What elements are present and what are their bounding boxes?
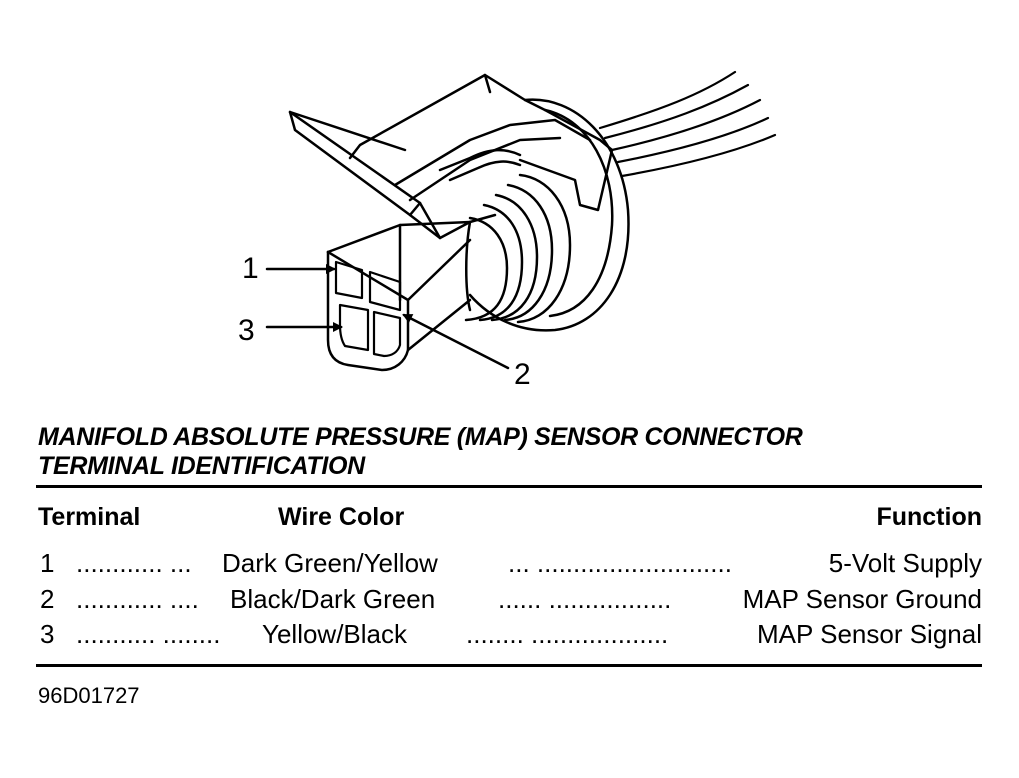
function-text: MAP Sensor Signal	[757, 619, 982, 649]
header-function: Function	[876, 503, 982, 531]
header-terminal: Terminal	[38, 503, 141, 531]
wire-color: Dark Green/Yellow	[222, 548, 438, 578]
function-text: 5-Volt Supply	[828, 548, 982, 578]
table-row: 3 ........... ........ Yellow/Black ....…	[38, 619, 982, 653]
terminal-number: 1	[40, 548, 55, 578]
table-bottom-rule	[36, 664, 982, 667]
diagram-title: MANIFOLD ABSOLUTE PRESSURE (MAP) SENSOR …	[38, 423, 803, 451]
callout-terminal-3: 3	[238, 314, 255, 347]
wire-bundle	[598, 70, 777, 178]
leader-dots: ........... ........	[76, 619, 221, 649]
leader-dots: ........ ...................	[466, 619, 669, 649]
leader-dots: ............ ....	[76, 584, 199, 614]
wire-color: Yellow/Black	[262, 619, 408, 649]
leader-terminal-2	[402, 313, 510, 370]
connector-illustration	[265, 70, 777, 372]
figure-id: 96D01727	[38, 683, 140, 708]
leader-dots: ...... .................	[498, 584, 672, 614]
table-row: 2 ............ .... Black/Dark Green ...…	[38, 584, 982, 618]
locking-tab	[288, 73, 614, 240]
function-text: MAP Sensor Ground	[742, 584, 982, 614]
callout-leaders	[265, 264, 510, 370]
table-top-rule	[36, 485, 982, 488]
wire-color: Black/Dark Green	[230, 584, 436, 614]
leader-dots: ... ...........................	[508, 548, 732, 578]
header-wire-color: Wire Color	[278, 503, 405, 531]
diagram-subtitle: TERMINAL IDENTIFICATION	[38, 452, 365, 480]
terminal-number: 2	[40, 584, 55, 614]
terminal-cavities	[334, 260, 402, 358]
table-row: 1 ............ ... Dark Green/Yellow ...…	[38, 548, 982, 582]
callout-terminal-2: 2	[514, 358, 531, 391]
callout-terminal-1: 1	[242, 252, 259, 285]
terminal-number: 3	[40, 619, 55, 649]
leader-dots: ............ ...	[76, 548, 192, 578]
